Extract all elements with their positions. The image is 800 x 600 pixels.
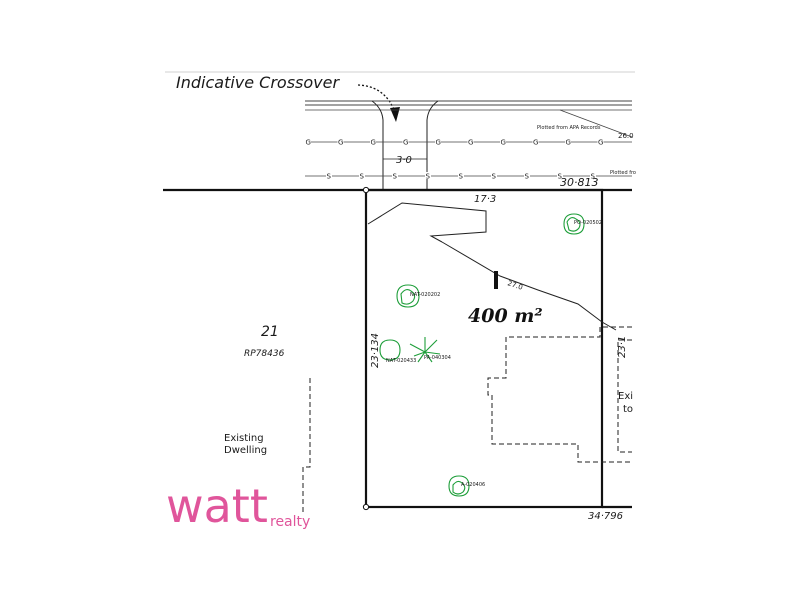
logo-main-text: watt <box>166 480 268 530</box>
existing-left-label-2: Dwelling <box>224 445 267 456</box>
apa-note-1: Plotted from APA Records <box>537 125 601 131</box>
tree-a-020406: A-020406 <box>448 475 485 497</box>
existing-right-label-1: Exi <box>618 391 633 402</box>
sewer-marker: S <box>591 173 596 181</box>
gas-marker-bg <box>337 138 344 145</box>
contour-label-27: 27.0 <box>506 279 523 291</box>
lot-boundary <box>364 188 604 509</box>
sewer-marker: S <box>426 173 431 181</box>
sewer-marker-bg <box>491 172 497 179</box>
gas-marker-bg <box>565 138 571 145</box>
sewer-marker: S <box>459 173 464 181</box>
palm-pa-040304: PA-040304 <box>409 337 451 363</box>
sewer-marker: S <box>492 173 497 181</box>
gas-marker-bg <box>402 138 409 145</box>
existing-dwelling-right <box>487 326 632 463</box>
tree-label: NAT-020433 <box>386 358 416 364</box>
sewer-marker: S <box>558 173 563 181</box>
sewer-marker-bg <box>458 172 464 179</box>
gas-marker: G <box>501 139 506 147</box>
existing-dwelling-right-inner <box>617 339 632 453</box>
gas-marker: G <box>403 139 408 147</box>
tree-nat-020202: NAT-020202 <box>396 284 440 308</box>
sewer-marker: S <box>525 173 530 181</box>
dim-top-label: 30·813 <box>560 176 599 189</box>
tree-label: A-020406 <box>461 482 485 488</box>
gas-marker-bg <box>435 138 441 145</box>
dim-left-label: 23·134 <box>370 333 381 368</box>
contour-label-26: 26.0 <box>618 132 634 140</box>
gas-marker: G <box>436 139 441 147</box>
tree-po-020502: PO-020502 <box>563 213 602 235</box>
existing-structure-outline <box>367 202 487 243</box>
sewer-marker-bg <box>359 172 365 179</box>
gas-marker: G <box>533 139 538 147</box>
corner-marker-top <box>362 186 370 194</box>
lot-number: 21 <box>261 324 279 340</box>
lot-plan: RP78436 <box>244 349 285 359</box>
crossover-arrow <box>357 84 396 113</box>
crossover-left-edge <box>371 100 384 190</box>
crossover-dim-label: 3·0 <box>396 155 412 166</box>
corner-marker-bottom <box>362 503 370 511</box>
gas-marker: G <box>468 139 473 147</box>
gas-marker: G <box>566 139 571 147</box>
sewer-marker-bg <box>425 172 431 179</box>
apa-note-2: Plotted fro <box>610 170 636 176</box>
tree-label: PO-020502 <box>574 220 602 226</box>
gas-marker: G <box>306 139 311 147</box>
gas-marker-bg <box>500 138 506 145</box>
sewer-marker-bg <box>557 172 563 179</box>
gas-marker: G <box>338 139 343 147</box>
logo-sub-text: realty <box>270 514 310 530</box>
sewer-marker: S <box>360 173 365 181</box>
gas-marker-bg <box>532 138 539 145</box>
sewer-marker: S <box>393 173 398 181</box>
contour-line-27 <box>441 241 617 331</box>
tree-label: NAT-020202 <box>410 292 440 298</box>
watt-realty-logo: watt realty <box>166 480 310 530</box>
sewer-marker-bg <box>326 172 332 179</box>
sewer-marker-bg <box>590 172 596 179</box>
sewer-marker-bg <box>392 172 398 179</box>
existing-dwelling-left <box>302 378 311 515</box>
survey-peg <box>494 271 498 289</box>
dim-right-label: 23·1 <box>617 336 628 358</box>
area-label: 400 m² <box>468 305 543 327</box>
sewer-marker: S <box>327 173 332 181</box>
crossover-right-edge <box>426 100 439 190</box>
sewer-marker-bg <box>524 172 530 179</box>
contour-line-26 <box>559 109 633 138</box>
existing-right-label-2: to <box>623 404 633 415</box>
dim-frontage-label: 17·3 <box>474 194 496 205</box>
crossover-arrowhead <box>390 107 400 122</box>
gas-marker-bg <box>370 138 376 145</box>
tree-nat-020433: NAT-020433 <box>379 339 416 364</box>
crossover-label: Indicative Crossover <box>176 73 340 92</box>
dim-bottom-label: 34·796 <box>588 511 623 522</box>
gas-marker-bg <box>305 138 311 145</box>
gas-marker-bg <box>597 138 604 145</box>
gas-marker: G <box>598 139 603 147</box>
gas-marker-bg <box>467 138 474 145</box>
gas-marker: G <box>371 139 376 147</box>
existing-left-label-1: Existing <box>224 433 264 444</box>
tree-label: PA-040304 <box>424 355 451 361</box>
